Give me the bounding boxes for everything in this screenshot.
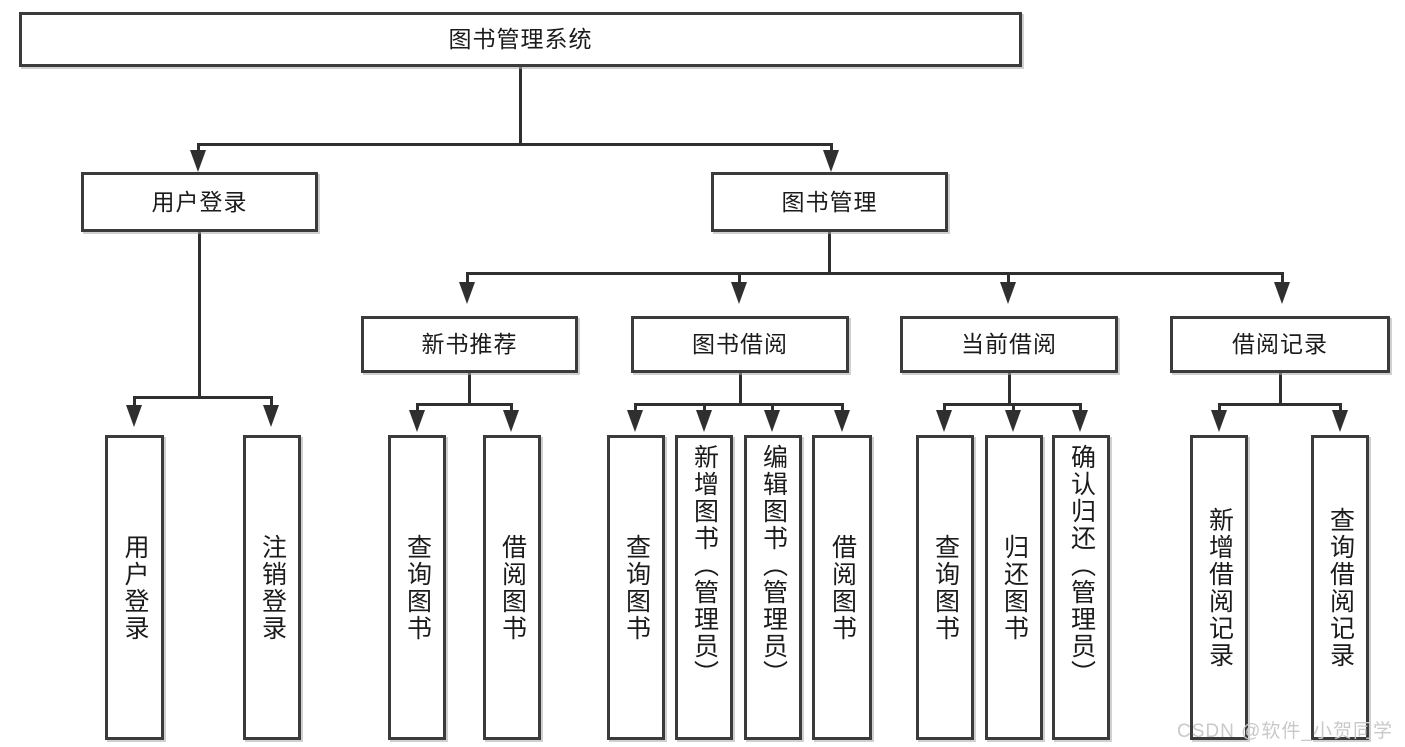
connector-to-borrow [738,272,741,284]
node-label: 图书借阅 [692,331,788,358]
arrow-to-records [1274,282,1290,304]
connector-current-stem [1008,373,1011,403]
leaf-label: 查询图书 [622,533,651,642]
connector-to-current [1007,272,1010,284]
arrow-records-leaf-1 [1211,410,1227,432]
arrow-records-leaf-2 [1332,410,1348,432]
connector-borrow-l2 [703,403,706,411]
leaf-query-book-new[interactable]: 查询图书 [388,435,446,740]
arrow-newbook-leaf-2 [503,410,519,432]
connector-records-stem [1279,373,1282,403]
leaf-label: 新增图书（管理员） [690,444,719,687]
node-label: 新书推荐 [421,331,518,358]
arrow-current-leaf-2 [1005,410,1021,432]
leaf-confirm-return-admin[interactable]: 确认归还（管理员） [1052,435,1110,740]
leaf-borrow-book[interactable]: 借阅图书 [812,435,872,740]
arrow-borrow-leaf-2 [696,410,712,432]
connector-newbook-l1 [416,403,419,411]
leaf-label: 编辑图书（管理员） [759,444,788,687]
leaf-edit-book-admin[interactable]: 编辑图书（管理员） [744,435,802,740]
connector-borrow-stem [739,373,742,403]
node-borrow-records[interactable]: 借阅记录 [1170,316,1390,373]
leaf-logout[interactable]: 注销登录 [243,435,301,740]
node-current-borrow[interactable]: 当前借阅 [900,316,1118,373]
leaf-borrow-book-new[interactable]: 借阅图书 [483,435,541,740]
connector-records-l1 [1218,403,1221,411]
connector-user-login-l1 [133,396,136,408]
node-root-system[interactable]: 图书管理系统 [19,12,1022,67]
node-book-borrow[interactable]: 图书借阅 [631,316,849,373]
leaf-return-book[interactable]: 归还图书 [985,435,1043,740]
connector-book-mgmt-stem [828,232,831,272]
connector-to-records [1281,272,1284,284]
leaf-add-book-admin[interactable]: 新增图书（管理员） [675,435,733,740]
arrow-to-user-login [190,150,206,172]
connector-borrow-l4 [841,403,844,411]
leaf-label: 查询图书 [403,533,432,642]
connector-borrow-bus [634,403,843,406]
arrow-user-login-leaf-2 [263,405,279,427]
connector-current-l2 [1012,403,1015,411]
leaf-label: 注销登录 [258,533,287,642]
connector-borrow-l1 [634,403,637,411]
arrow-to-book-mgmt [823,150,839,172]
arrow-borrow-leaf-4 [834,410,850,432]
arrow-current-leaf-1 [936,410,952,432]
leaf-label: 借阅图书 [828,533,857,642]
connector-root-stem [519,67,522,143]
arrow-to-current [1000,282,1016,304]
node-label: 用户登录 [151,188,248,215]
arrow-borrow-leaf-1 [627,410,643,432]
arrow-newbook-leaf-1 [409,410,425,432]
node-label: 图书管理系统 [448,26,593,53]
leaf-add-borrow-record[interactable]: 新增借阅记录 [1190,435,1248,740]
leaf-label: 新增借阅记录 [1205,506,1234,669]
connector-newbook-l2 [510,403,513,411]
leaf-query-book-borrow[interactable]: 查询图书 [607,435,665,740]
leaf-label: 确认归还（管理员） [1067,444,1096,687]
connector-borrow-l3 [771,403,774,411]
arrow-current-leaf-3 [1072,410,1088,432]
arrow-to-borrow [731,282,747,304]
node-label: 当前借阅 [961,331,1057,358]
connector-level2-bus [197,143,833,146]
leaf-label: 查询图书 [931,533,960,642]
connector-current-l1 [943,403,946,411]
connector-user-login-bus [133,396,272,399]
node-label: 图书管理 [781,188,878,215]
leaf-label: 查询借阅记录 [1326,506,1355,669]
leaf-label: 归还图书 [1000,533,1029,642]
leaf-user-login[interactable]: 用户登录 [105,435,164,740]
arrow-to-newbook [459,282,475,304]
connector-to-user-login [197,143,200,155]
connector-newbook-bus [416,403,513,406]
node-user-login[interactable]: 用户登录 [81,172,318,232]
leaf-query-book-current[interactable]: 查询图书 [916,435,974,740]
connector-records-l2 [1339,403,1342,411]
node-new-book-recommend[interactable]: 新书推荐 [361,316,578,373]
connector-user-login-stem [198,232,201,396]
arrow-user-login-leaf-1 [126,405,142,427]
node-label: 借阅记录 [1232,331,1328,358]
node-book-management[interactable]: 图书管理 [711,172,948,232]
connector-user-login-l2 [270,396,273,408]
connector-to-book-mgmt [830,143,833,155]
arrow-borrow-leaf-3 [764,410,780,432]
connector-newbook-stem [468,373,471,403]
leaf-label: 借阅图书 [498,533,527,642]
connector-level3-bus [466,272,1284,275]
leaf-query-borrow-record[interactable]: 查询借阅记录 [1311,435,1369,740]
connector-current-l3 [1079,403,1082,411]
connector-records-bus [1218,403,1342,406]
leaf-label: 用户登录 [121,533,149,642]
connector-to-newbook [466,272,469,284]
